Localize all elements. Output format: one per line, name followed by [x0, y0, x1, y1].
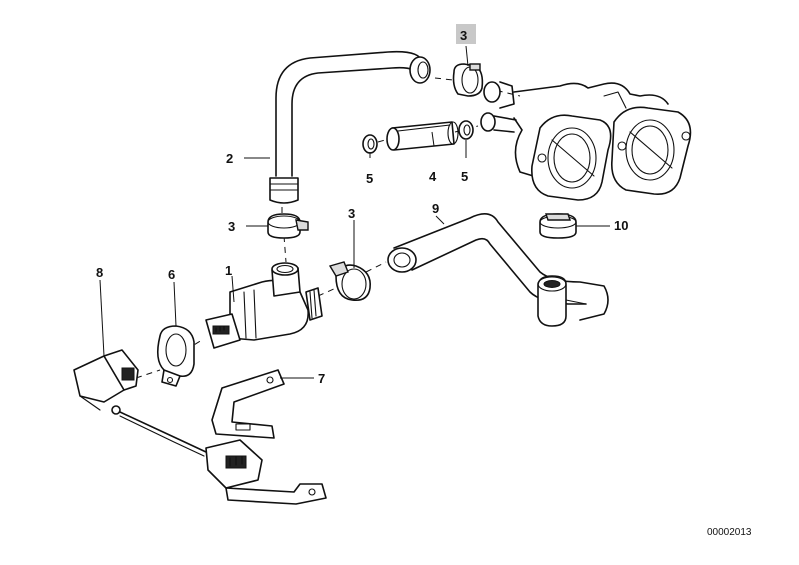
- callout-3-highlight: [456, 24, 476, 44]
- callout-7: 7: [318, 371, 325, 386]
- part-8-wiring-harness: [73, 349, 327, 505]
- callout-3-right: 3: [348, 206, 355, 221]
- callout-2: 2: [226, 151, 233, 166]
- part-4-pipe: [386, 121, 459, 151]
- part-9-lower-hose: [387, 213, 609, 327]
- callout-6: 6: [168, 267, 175, 282]
- drawing-number: 00002013: [707, 527, 752, 538]
- callout-10: 10: [614, 218, 628, 233]
- part-10-clamp: [539, 213, 577, 239]
- leader-lines: [99, 45, 610, 379]
- part-3-clamp-middle: [267, 213, 309, 239]
- callout-3-top: 3: [460, 28, 467, 43]
- callout-5-right: 5: [461, 169, 468, 184]
- part-1-idle-valve: [205, 262, 323, 349]
- part-2-upper-hose: [269, 50, 431, 204]
- callout-4: 4: [429, 169, 437, 184]
- part-3-clamp-right: [328, 261, 372, 302]
- callout-3-middle: 3: [228, 219, 235, 234]
- part-5-seal-ring-left: [362, 134, 378, 154]
- callout-5-left: 5: [366, 171, 373, 186]
- part-7-bracket: [211, 369, 285, 439]
- part-3-clamp-top: [452, 63, 484, 97]
- callout-8: 8: [96, 265, 103, 280]
- part-6-rubber-mount: [156, 325, 195, 387]
- callout-1: 1: [225, 263, 232, 278]
- part-5-seal-ring-right: [458, 120, 474, 140]
- callout-labels: 3 2 4 5 5 3 3 9 10 1 6 8 7: [96, 24, 628, 386]
- callout-9: 9: [432, 201, 439, 216]
- throttle-housing: [480, 81, 692, 201]
